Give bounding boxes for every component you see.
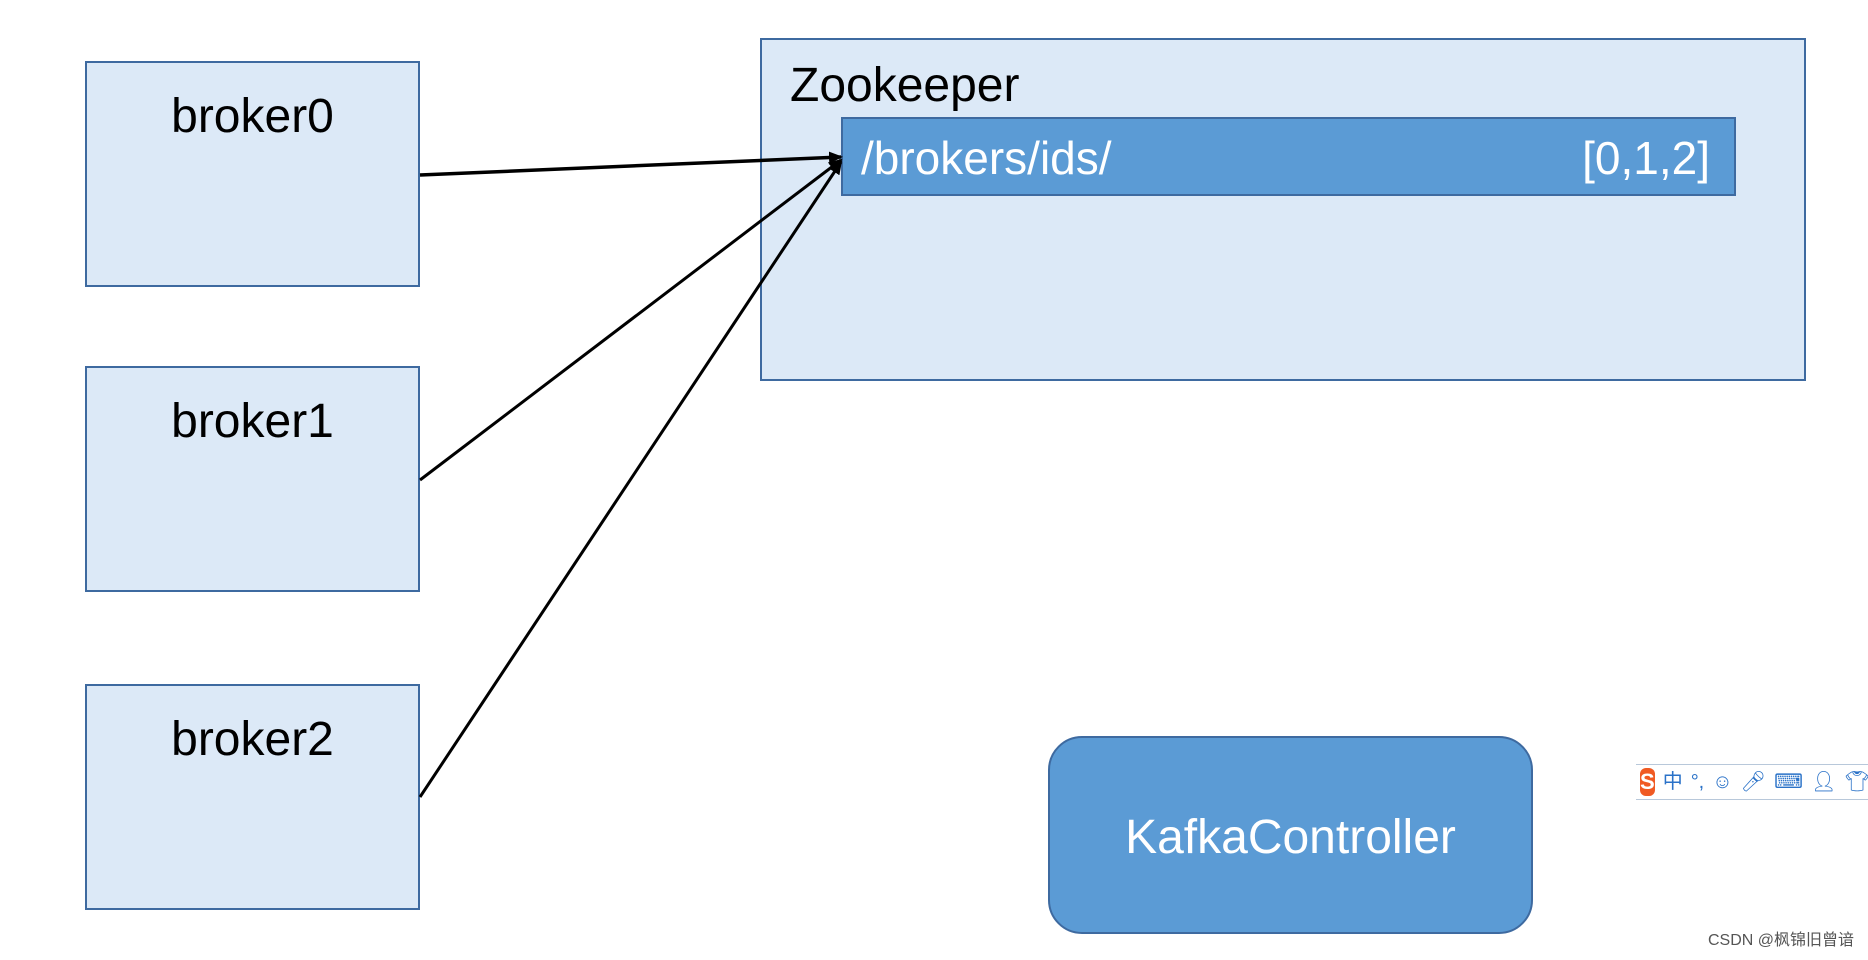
broker-ids-value: [0,1,2] bbox=[1582, 132, 1710, 184]
broker-ids-path: /brokers/ids/ bbox=[861, 132, 1112, 184]
person-icon[interactable]: 👤︎ bbox=[1810, 771, 1837, 793]
punctuation-toggle[interactable]: °, bbox=[1690, 771, 1705, 793]
broker2-label: broker2 bbox=[171, 713, 334, 766]
zookeeper-box: Zookeeper bbox=[760, 38, 1806, 381]
sogou-logo-icon[interactable]: S bbox=[1640, 768, 1655, 796]
watermark: CSDN @枫锦旧曾谙 bbox=[1707, 932, 1854, 949]
kafka-controller-label: KafkaController bbox=[1125, 811, 1456, 864]
input-mode-toggle[interactable]: 中 bbox=[1662, 771, 1683, 793]
shirt-icon[interactable]: 👕︎ bbox=[1844, 771, 1868, 793]
broker2-box: broker2 bbox=[85, 684, 420, 910]
broker1-box: broker1 bbox=[85, 366, 420, 592]
ime-toolbar[interactable]: S 中 °, ☺ 🎤︎ ⌨ 👤︎ 👕︎ bbox=[1636, 764, 1868, 800]
broker0-label: broker0 bbox=[171, 90, 334, 143]
kafka-controller-box: KafkaController bbox=[1048, 736, 1533, 934]
smiley-icon[interactable]: ☺ bbox=[1712, 771, 1733, 793]
broker-ids-node: /brokers/ids/ [0,1,2] bbox=[841, 117, 1736, 196]
microphone-icon[interactable]: 🎤︎ bbox=[1740, 771, 1767, 793]
broker0-box: broker0 bbox=[85, 61, 420, 287]
keyboard-icon[interactable]: ⌨ bbox=[1774, 771, 1803, 793]
zookeeper-title: Zookeeper bbox=[790, 59, 1020, 112]
broker1-label: broker1 bbox=[171, 395, 334, 448]
